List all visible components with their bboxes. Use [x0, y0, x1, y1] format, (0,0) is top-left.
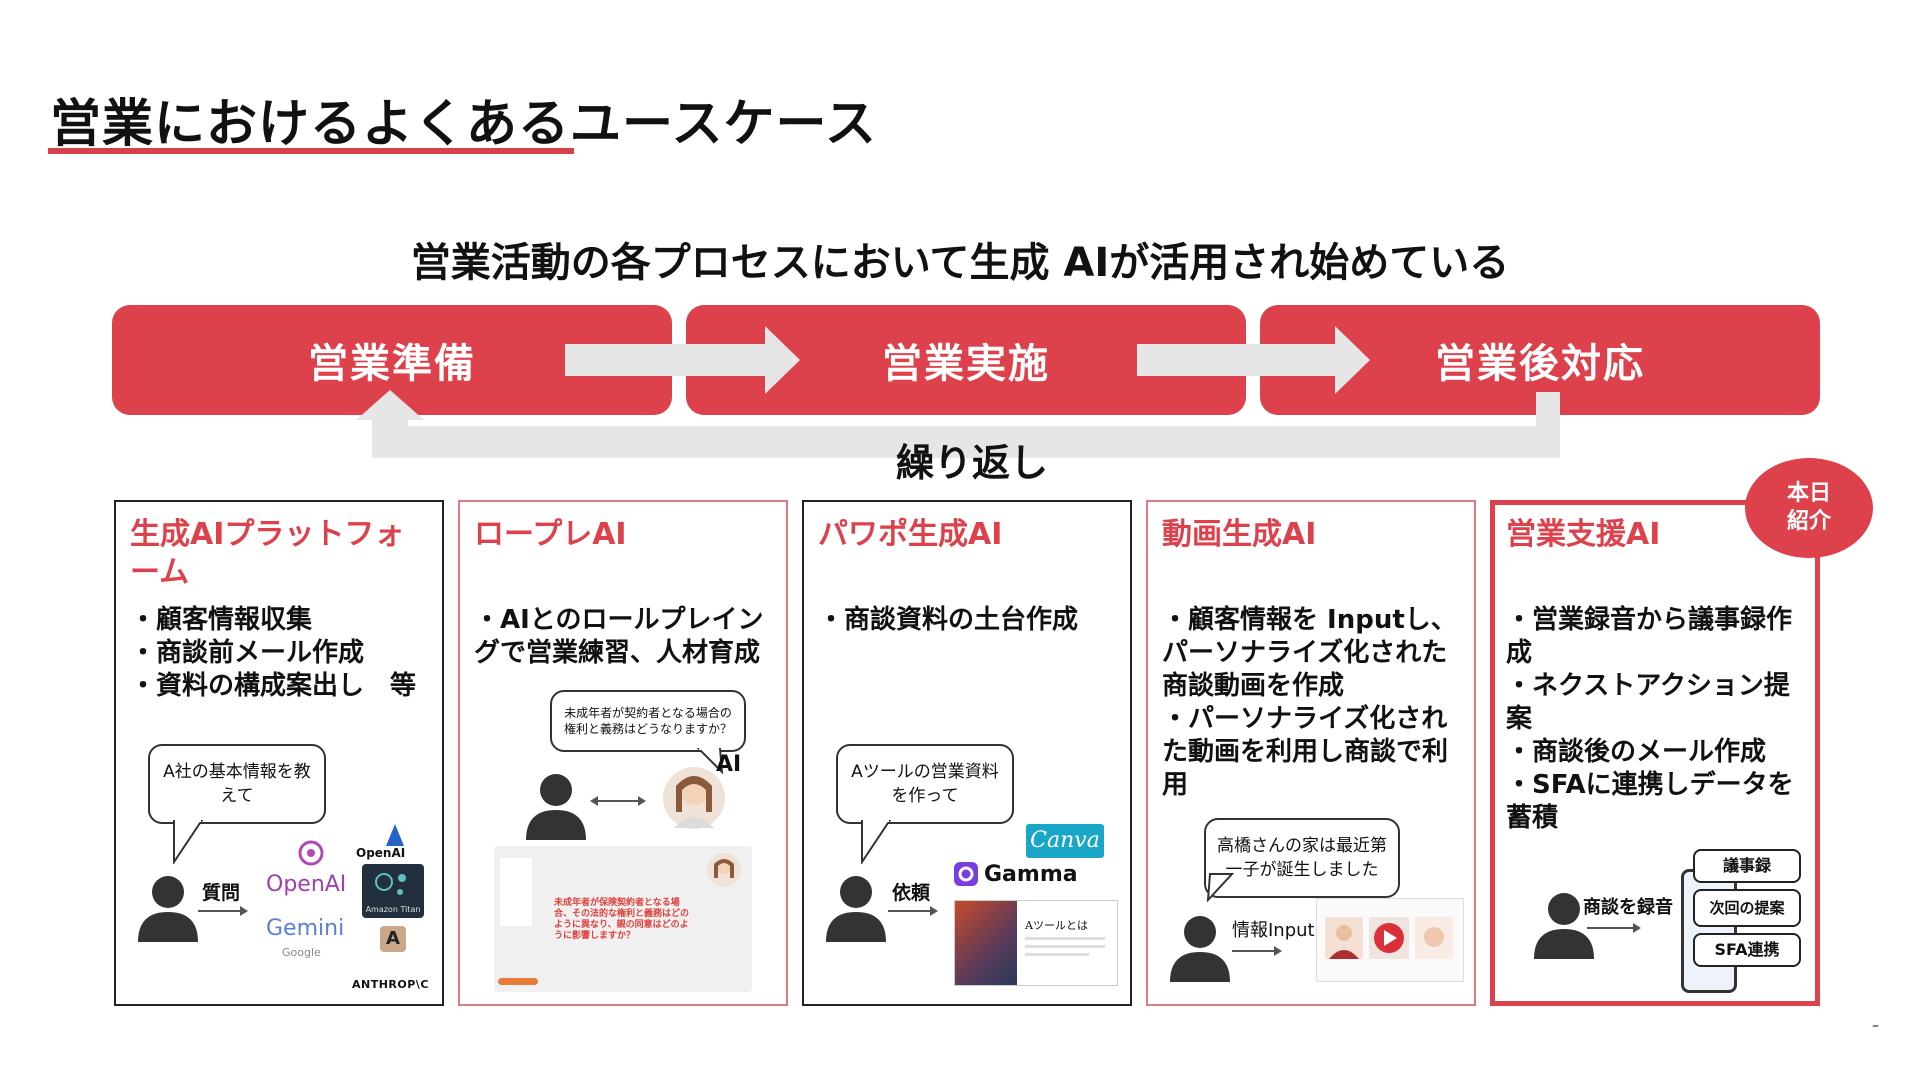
stage-execution: 営業実施 — [686, 305, 1246, 415]
baby-thumbnail — [1415, 917, 1453, 959]
screenshot-button — [498, 978, 538, 985]
bubble-tail — [860, 820, 900, 864]
slide-title: Aツールとは — [1025, 917, 1088, 933]
chat-message: 未成年者が保険契約者となる場合、その法的な権利と義務はどのように異なり、親の同意… — [554, 898, 694, 942]
person-icon — [524, 770, 588, 840]
slide-line — [1025, 953, 1089, 956]
openai-logo-icon — [296, 838, 326, 868]
phone-icon — [1681, 869, 1737, 993]
output-tag-minutes: 議事録 — [1693, 849, 1801, 883]
canva-logo: Canva — [1026, 824, 1104, 858]
arrow-right-icon — [888, 904, 938, 918]
stage-label: 営業後対応 — [1435, 331, 1645, 389]
card-title: 動画生成AI — [1162, 516, 1464, 554]
action-label: 情報Input — [1232, 916, 1315, 942]
footer-mark: – — [1872, 1018, 1879, 1034]
bidirectional-arrow-icon — [590, 794, 646, 808]
card-title: 生成AIプラットフォーム — [130, 516, 432, 592]
card-title: パワポ生成AI — [818, 516, 1120, 554]
speech-bubble: Aツールの営業資料を作って — [836, 744, 1014, 824]
bullet: ・顧客情報収集 — [130, 604, 434, 637]
arrow-right-icon — [198, 904, 248, 918]
stage-label: 営業準備 — [308, 331, 476, 389]
card-bullets: ・営業録音から議事録作成 ・ネクストアクション提案 ・商談後のメール作成 ・SF… — [1506, 604, 1807, 835]
bubble-tail — [172, 820, 212, 864]
bullet: ・資料の構成案出し 等 — [130, 670, 434, 703]
bubble-tail — [1206, 872, 1236, 902]
card-bullets: ・商談資料の土台作成 — [818, 604, 1122, 637]
bullet: ・AIとのロールプレイングで営業練習、人材育成 — [474, 604, 778, 670]
speech-bubble: 未成年者が契約者となる場合の権利と義務はどうなりますか？ — [550, 690, 746, 752]
video-preview — [1316, 898, 1464, 982]
card-bullets: ・顧客情報収集 ・商談前メール作成 ・資料の構成案出し 等 — [130, 604, 434, 703]
network-icon — [362, 864, 424, 904]
ai-avatar-small — [706, 852, 742, 888]
slide-line — [1025, 937, 1105, 940]
stage-preparation: 営業準備 — [112, 305, 672, 415]
person-icon — [1168, 912, 1232, 982]
card-video-ai: 動画生成AI ・顧客情報を Inputし、パーソナライズ化された商談動画を作成 … — [1146, 500, 1476, 1006]
slide-image — [955, 901, 1017, 985]
person-icon — [136, 872, 200, 942]
slide-preview: Aツールとは — [954, 900, 1118, 986]
openai-logo: OpenAI — [266, 872, 346, 897]
output-tag-sfa: SFA連携 — [1693, 933, 1801, 967]
card-genai-platform: 生成AIプラットフォーム ・顧客情報収集 ・商談前メール作成 ・資料の構成案出し… — [114, 500, 444, 1006]
gamma-logo: Gamma — [984, 862, 1078, 887]
amazon-titan-logo: Amazon Titan — [362, 864, 424, 918]
bullet: ・パーソナライズ化された動画を利用し商談で利用 — [1162, 703, 1466, 802]
action-label: 商談を録音 — [1583, 893, 1673, 919]
card-roleplay-ai: ロープレAI ・AIとのロールプレイングで営業練習、人材育成 未成年者が契約者と… — [458, 500, 788, 1006]
bullet: ・顧客情報を Inputし、パーソナライズ化された商談動画を作成 — [1162, 604, 1466, 703]
arrow-right-icon — [1232, 944, 1282, 958]
bullet: ・商談資料の土台作成 — [818, 604, 1122, 637]
featured-badge: 本日紹介 — [1745, 458, 1873, 558]
badge-label: 本日紹介 — [1779, 480, 1839, 536]
azure-logo-icon — [382, 824, 408, 846]
page-title: 営業におけるよくあるユースケース — [50, 82, 877, 156]
slide-line — [1025, 945, 1105, 948]
chat-screenshot: 未成年者が保険契約者となる場合、その法的な権利と義務はどのように異なり、親の同意… — [494, 846, 752, 992]
gamma-logo-icon — [952, 860, 980, 888]
card-powerpoint-ai: パワポ生成AI ・商談資料の土台作成 Aツールの営業資料を作って 依頼 Canv… — [802, 500, 1132, 1006]
google-logo: Google — [282, 946, 321, 959]
person-icon — [824, 872, 888, 942]
action-label: 質問 — [202, 878, 240, 905]
card-bullets: ・AIとのロールプレイングで営業練習、人材育成 — [474, 604, 778, 670]
gemini-logo: Gemini — [266, 916, 344, 941]
anthropic-logo-icon: A — [380, 926, 406, 952]
amazon-titan-label: Amazon Titan — [362, 905, 424, 914]
openai-azure-logo: OpenAI — [356, 846, 405, 860]
bullet: ・ネクストアクション提案 — [1506, 670, 1807, 736]
portrait-thumbnail — [1325, 917, 1363, 959]
bullet: ・SFAに連携しデータを蓄積 — [1506, 769, 1807, 835]
anthropic-logo: ANTHROP\C — [352, 978, 429, 991]
stage-followup: 営業後対応 — [1260, 305, 1820, 415]
play-button-icon[interactable] — [1369, 917, 1409, 959]
bullet: ・商談後のメール作成 — [1506, 736, 1807, 769]
arrow-right-icon — [1587, 921, 1641, 935]
page-subtitle: 営業活動の各プロセスにおいて生成 AIが活用され始めている — [0, 230, 1920, 288]
ai-label: AI — [716, 752, 741, 777]
card-title: ロープレAI — [474, 516, 776, 554]
screenshot-panel — [500, 858, 532, 926]
card-bullets: ・顧客情報を Inputし、パーソナライズ化された商談動画を作成 ・パーソナライ… — [1162, 604, 1466, 802]
card-sales-support-ai: 営業支援AI ・営業録音から議事録作成 ・ネクストアクション提案 ・商談後のメー… — [1490, 500, 1820, 1006]
output-tag-next-proposal: 次回の提案 — [1693, 889, 1801, 927]
bullet: ・商談前メール作成 — [130, 637, 434, 670]
title-underline — [48, 148, 574, 154]
speech-bubble: A社の基本情報を教えて — [148, 744, 326, 824]
stage-label: 営業実施 — [882, 331, 1050, 389]
loop-label: 繰り返し — [896, 432, 1048, 487]
bullet: ・営業録音から議事録作成 — [1506, 604, 1807, 670]
action-label: 依頼 — [892, 878, 930, 905]
